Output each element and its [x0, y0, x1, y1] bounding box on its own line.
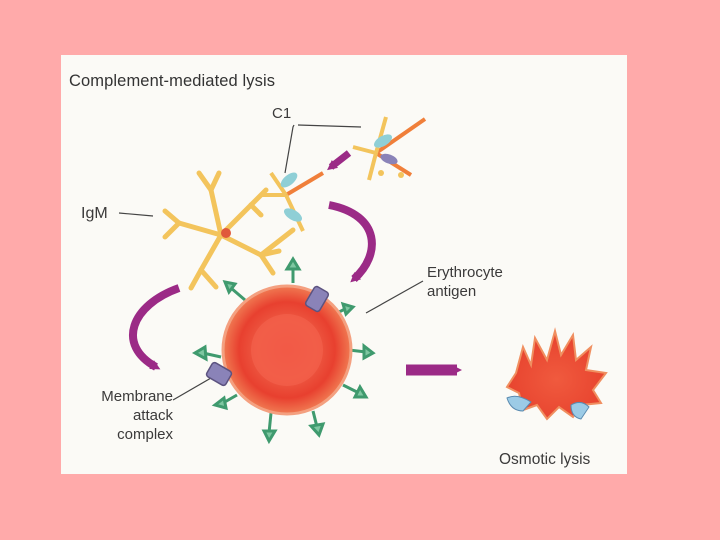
membrane-attack-complex-channel [205, 285, 330, 387]
c1-leader-line-2 [297, 124, 362, 128]
label-mac-line3: complex [117, 426, 173, 443]
mac-leader-line [172, 377, 212, 401]
label-c1: C1 [272, 105, 292, 122]
diagram-title: Complement-mediated lysis [69, 72, 276, 90]
c1-leader-line [284, 124, 295, 174]
erythrocyte-center [251, 314, 323, 386]
label-igm: IgM [81, 205, 108, 222]
c1-molecule-bound [261, 171, 325, 232]
arrow-curved-right [328, 201, 376, 283]
diagram-panel: Complement-mediated lysis C1 IgM Erythro… [61, 55, 627, 474]
arrow-c1-binding [327, 150, 352, 171]
arrow-curved-left [129, 284, 181, 371]
lysed-cell [505, 327, 608, 421]
label-erythrocyte-antigen-line1: Erythrocyte [427, 264, 503, 281]
diagram-artwork [118, 116, 608, 445]
leader-lines [118, 124, 424, 401]
label-mac-line2: attack [132, 407, 173, 424]
label-osmotic-lysis: Osmotic lysis [499, 451, 591, 468]
erythrocyte-antigen-leader-line [365, 280, 424, 314]
mac-spikes [191, 256, 376, 445]
label-membrane-attack-complex: Membrane attack complex [65, 387, 173, 444]
igm-j-chain [221, 228, 231, 238]
erythrocyte-cell [191, 256, 376, 445]
igm-leader-line [118, 212, 154, 217]
label-erythrocyte-antigen-line2: antigen [427, 283, 477, 300]
label-mac-line1: Membrane [101, 388, 173, 405]
igm-pentamer [162, 170, 296, 291]
c1-molecule-free [352, 116, 427, 181]
label-erythrocyte-antigen: Erythrocyte antigen [427, 263, 503, 301]
